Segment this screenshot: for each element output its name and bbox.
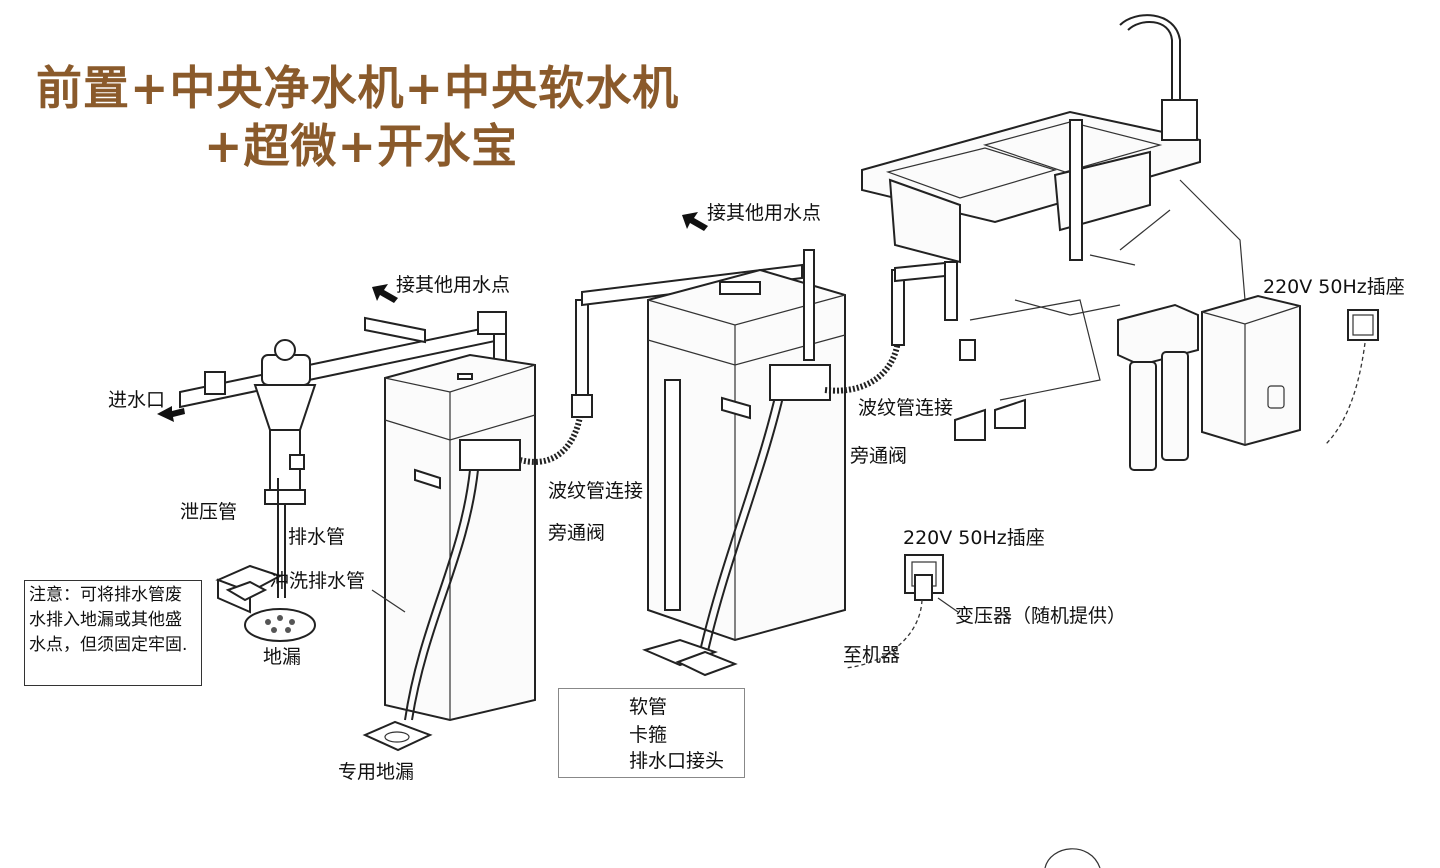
legend-item-clamp: 卡箍 bbox=[629, 724, 668, 746]
label-socket-2: 220V 50Hz插座 bbox=[903, 527, 1045, 549]
label-to-machine: 至机器 bbox=[843, 644, 901, 666]
label-transformer: 变压器（随机提供） bbox=[955, 605, 1127, 627]
label-bellows-2: 波纹管连接 bbox=[858, 397, 954, 419]
label-other-point-1: 接其他用水点 bbox=[396, 274, 511, 296]
dedicated-drain-2 bbox=[642, 638, 738, 677]
note-box: 注意：可将排水管废水排入地漏或其他盛水点，但须固定牢固. bbox=[24, 580, 202, 686]
label-drain-pipe: 排水管 bbox=[288, 526, 346, 548]
central-purifier-cabinet bbox=[384, 353, 536, 722]
title-line-1: 前置+中央净水机+中央软水机 bbox=[36, 61, 680, 115]
legend-box: 软管 卡箍 排水口接头 bbox=[558, 688, 745, 778]
label-socket-1: 220V 50Hz插座 bbox=[1263, 276, 1405, 298]
label-other-point-2: 接其他用水点 bbox=[707, 202, 822, 224]
label-bypass-1: 旁通阀 bbox=[548, 522, 606, 544]
label-bypass-2: 旁通阀 bbox=[850, 445, 908, 467]
other-point-arrow-1 bbox=[372, 284, 398, 303]
label-bellows-1: 波纹管连接 bbox=[548, 480, 644, 502]
label-floor-drain: 地漏 bbox=[263, 646, 302, 668]
bottom-circle-fragment bbox=[1044, 848, 1101, 868]
kitchen-sink bbox=[861, 14, 1201, 264]
label-dedicated-floor-drain: 专用地漏 bbox=[338, 761, 415, 783]
dedicated-drain-1 bbox=[362, 720, 433, 752]
wall-socket-1 bbox=[1324, 309, 1379, 446]
leader-lines bbox=[371, 589, 959, 613]
label-flush-drain-pipe: 冲洗排水管 bbox=[270, 570, 366, 592]
ultra-filter bbox=[1117, 303, 1199, 471]
inlet-arrow bbox=[157, 406, 185, 422]
label-inlet: 进水口 bbox=[108, 389, 166, 411]
central-softener-cabinet bbox=[647, 249, 846, 661]
label-relief-pipe: 泄压管 bbox=[180, 501, 238, 523]
pre-filter bbox=[204, 339, 317, 598]
bellows-connector-2 bbox=[824, 260, 958, 394]
legend-item-drain-fitting: 排水口接头 bbox=[629, 750, 725, 772]
floor-drain-small bbox=[215, 564, 316, 642]
title-line-2: +超微+开水宝 bbox=[204, 119, 519, 173]
wall-socket-2 bbox=[844, 554, 944, 669]
other-point-arrow-2 bbox=[682, 212, 708, 231]
legend-item-hose: 软管 bbox=[629, 696, 668, 718]
boiling-water-heater bbox=[1201, 294, 1301, 447]
under-sink-pipes bbox=[954, 179, 1246, 441]
